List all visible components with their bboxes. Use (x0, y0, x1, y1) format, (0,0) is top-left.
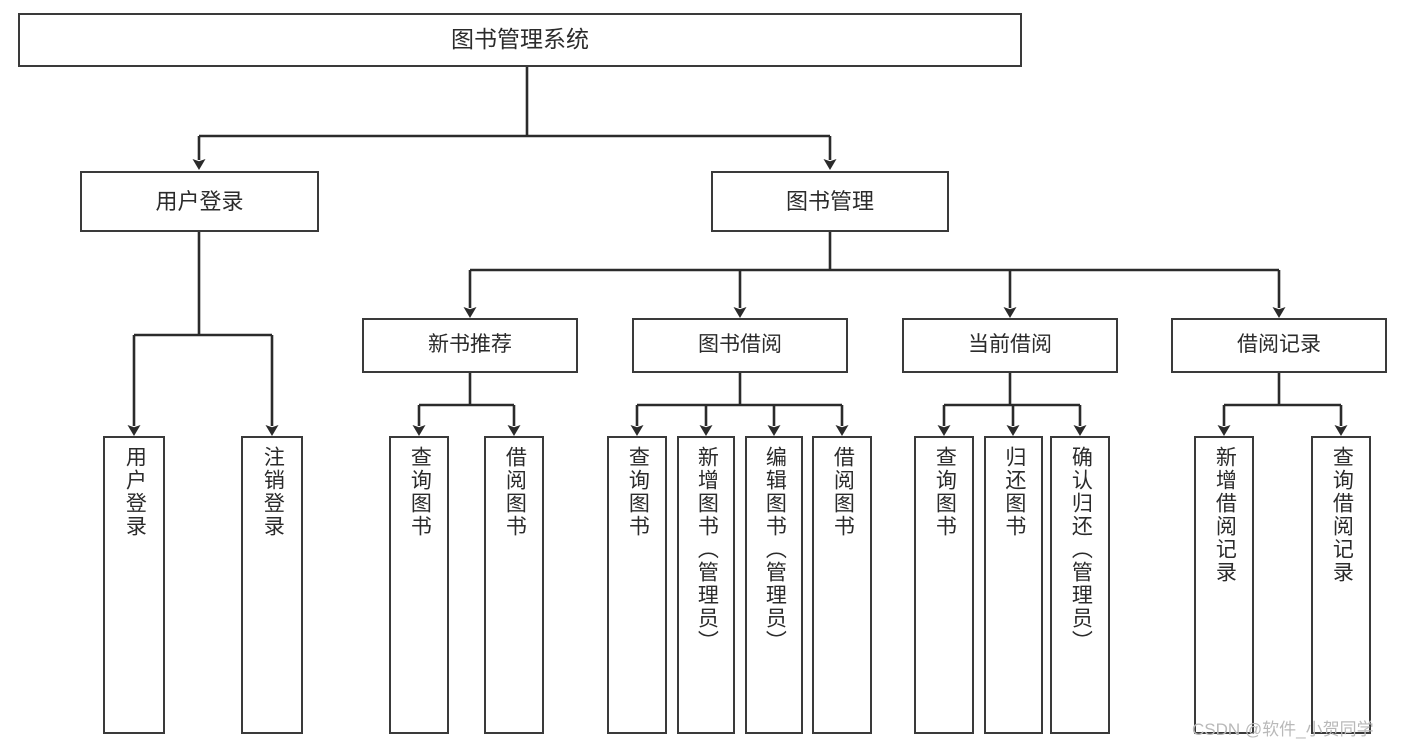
node-leaf-add-book-admin[interactable]: 新增图书（管理员） (677, 436, 735, 734)
node-book-manage[interactable]: 图书管理 (711, 171, 949, 232)
node-label: 借阅图书 (831, 446, 855, 538)
node-label: 归还图书 (1002, 446, 1026, 538)
node-leaf-logout-login[interactable]: 注销登录 (241, 436, 303, 734)
node-root-system[interactable]: 图书管理系统 (18, 13, 1022, 67)
node-leaf-borrow-book-recommend[interactable]: 借阅图书 (484, 436, 544, 734)
node-label: 借阅记录 (1237, 333, 1321, 357)
node-leaf-add-borrow-record[interactable]: 新增借阅记录 (1194, 436, 1254, 734)
node-label: 用户登录 (155, 188, 244, 214)
node-leaf-return-book[interactable]: 归还图书 (984, 436, 1043, 734)
node-leaf-query-book-recommend[interactable]: 查询图书 (389, 436, 449, 734)
node-leaf-query-book-current[interactable]: 查询图书 (914, 436, 974, 734)
node-label: 用户登录 (123, 446, 147, 538)
node-user-login[interactable]: 用户登录 (80, 171, 319, 232)
node-label: 新增借阅记录 (1213, 446, 1237, 584)
node-leaf-edit-book-admin[interactable]: 编辑图书（管理员） (745, 436, 803, 734)
node-label: 新书推荐 (428, 333, 512, 357)
node-leaf-query-borrow-record[interactable]: 查询借阅记录 (1311, 436, 1371, 734)
node-leaf-borrow-book-borrow[interactable]: 借阅图书 (812, 436, 872, 734)
node-label: 新增图书（管理员） (695, 446, 719, 653)
edges-newbook-to-leaves (412, 373, 521, 436)
node-book-borrow[interactable]: 图书借阅 (632, 318, 848, 373)
node-label: 图书借阅 (698, 333, 782, 357)
node-leaf-user-login[interactable]: 用户登录 (103, 436, 165, 734)
node-leaf-confirm-return-admin[interactable]: 确认归还（管理员） (1050, 436, 1110, 734)
node-label: 查询图书 (933, 446, 957, 538)
edges-root-to-level2 (192, 67, 837, 170)
edges-bookborrow-to-leaves (630, 373, 849, 436)
node-label: 确认归还（管理员） (1069, 446, 1093, 653)
edges-currentborrow-to-leaves (937, 373, 1087, 436)
node-label: 当前借阅 (968, 333, 1052, 357)
node-label: 图书管理系统 (451, 26, 589, 53)
node-label: 编辑图书（管理员） (763, 446, 787, 653)
node-leaf-query-book-borrow[interactable]: 查询图书 (607, 436, 667, 734)
edges-userlogin-to-leaves (127, 232, 279, 436)
node-label: 借阅图书 (503, 446, 527, 538)
node-new-book-recommend[interactable]: 新书推荐 (362, 318, 578, 373)
edges-borrowrecord-to-leaves (1217, 373, 1348, 436)
node-label: 查询图书 (408, 446, 432, 538)
node-label: 查询图书 (626, 446, 650, 538)
node-label: 查询借阅记录 (1330, 446, 1354, 584)
node-label: 注销登录 (261, 446, 285, 538)
edges-bookmanage-to-level3 (463, 232, 1286, 318)
node-label: 图书管理 (785, 188, 874, 214)
node-borrow-record[interactable]: 借阅记录 (1171, 318, 1387, 373)
node-current-borrow[interactable]: 当前借阅 (902, 318, 1118, 373)
